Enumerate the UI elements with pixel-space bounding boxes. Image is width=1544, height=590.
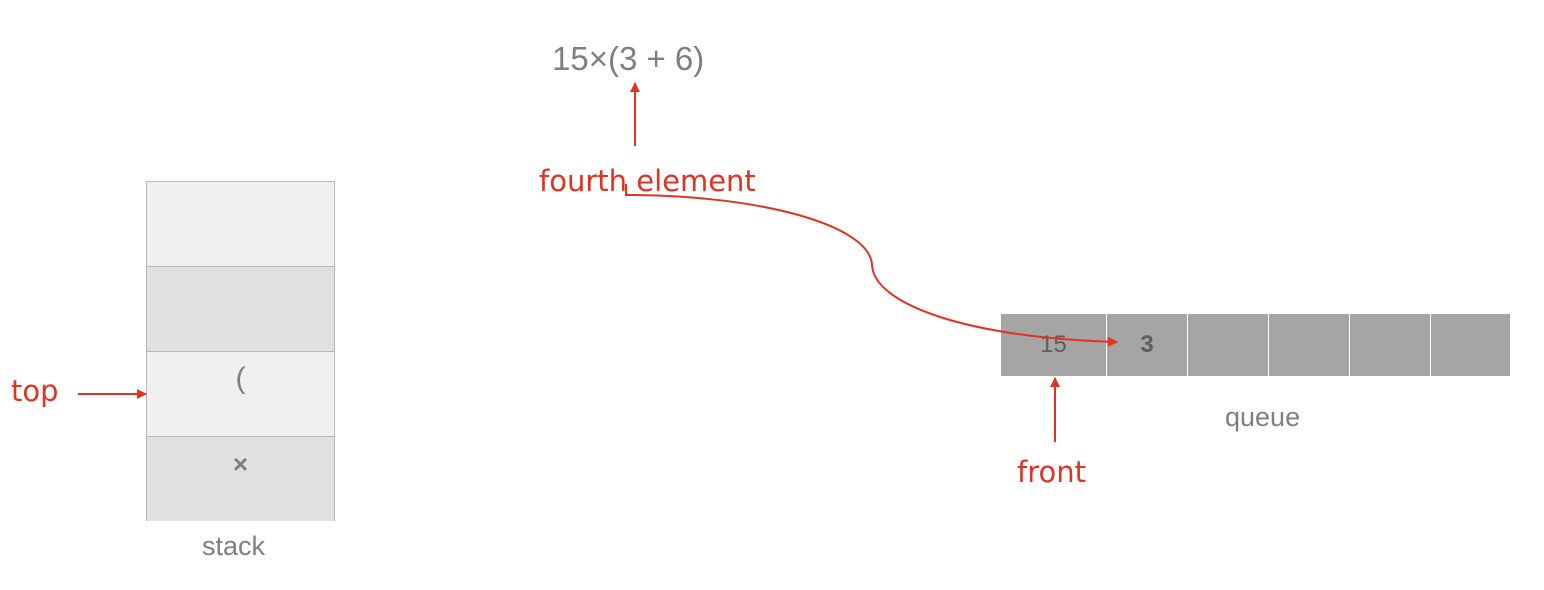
queue-cell [1187,314,1268,376]
queue-cell [1349,314,1430,376]
queue-cell [1430,314,1510,376]
expression-text: 15×(3 + 6) [552,40,705,77]
top-label: top [11,374,59,408]
queue-cell: 3 [1106,314,1187,376]
stack-cell [147,182,334,267]
queue-cell: 15 [1001,314,1106,376]
stack-cell [147,267,334,352]
queue-box: 15 3 [1001,314,1510,376]
stack-cell-value: ( [235,362,246,395]
stack-cell: ( [147,352,334,437]
stack-cell-value: × [232,449,249,479]
stack-box: ( × [146,181,335,521]
stack-cell: × [147,437,334,521]
queue-cell [1268,314,1349,376]
front-label: front [1017,455,1086,489]
curved-arrow [625,184,1118,347]
fourth-element-label: fourth element [539,164,756,198]
stack-caption: stack [202,531,266,561]
queue-caption: queue [1225,402,1301,432]
